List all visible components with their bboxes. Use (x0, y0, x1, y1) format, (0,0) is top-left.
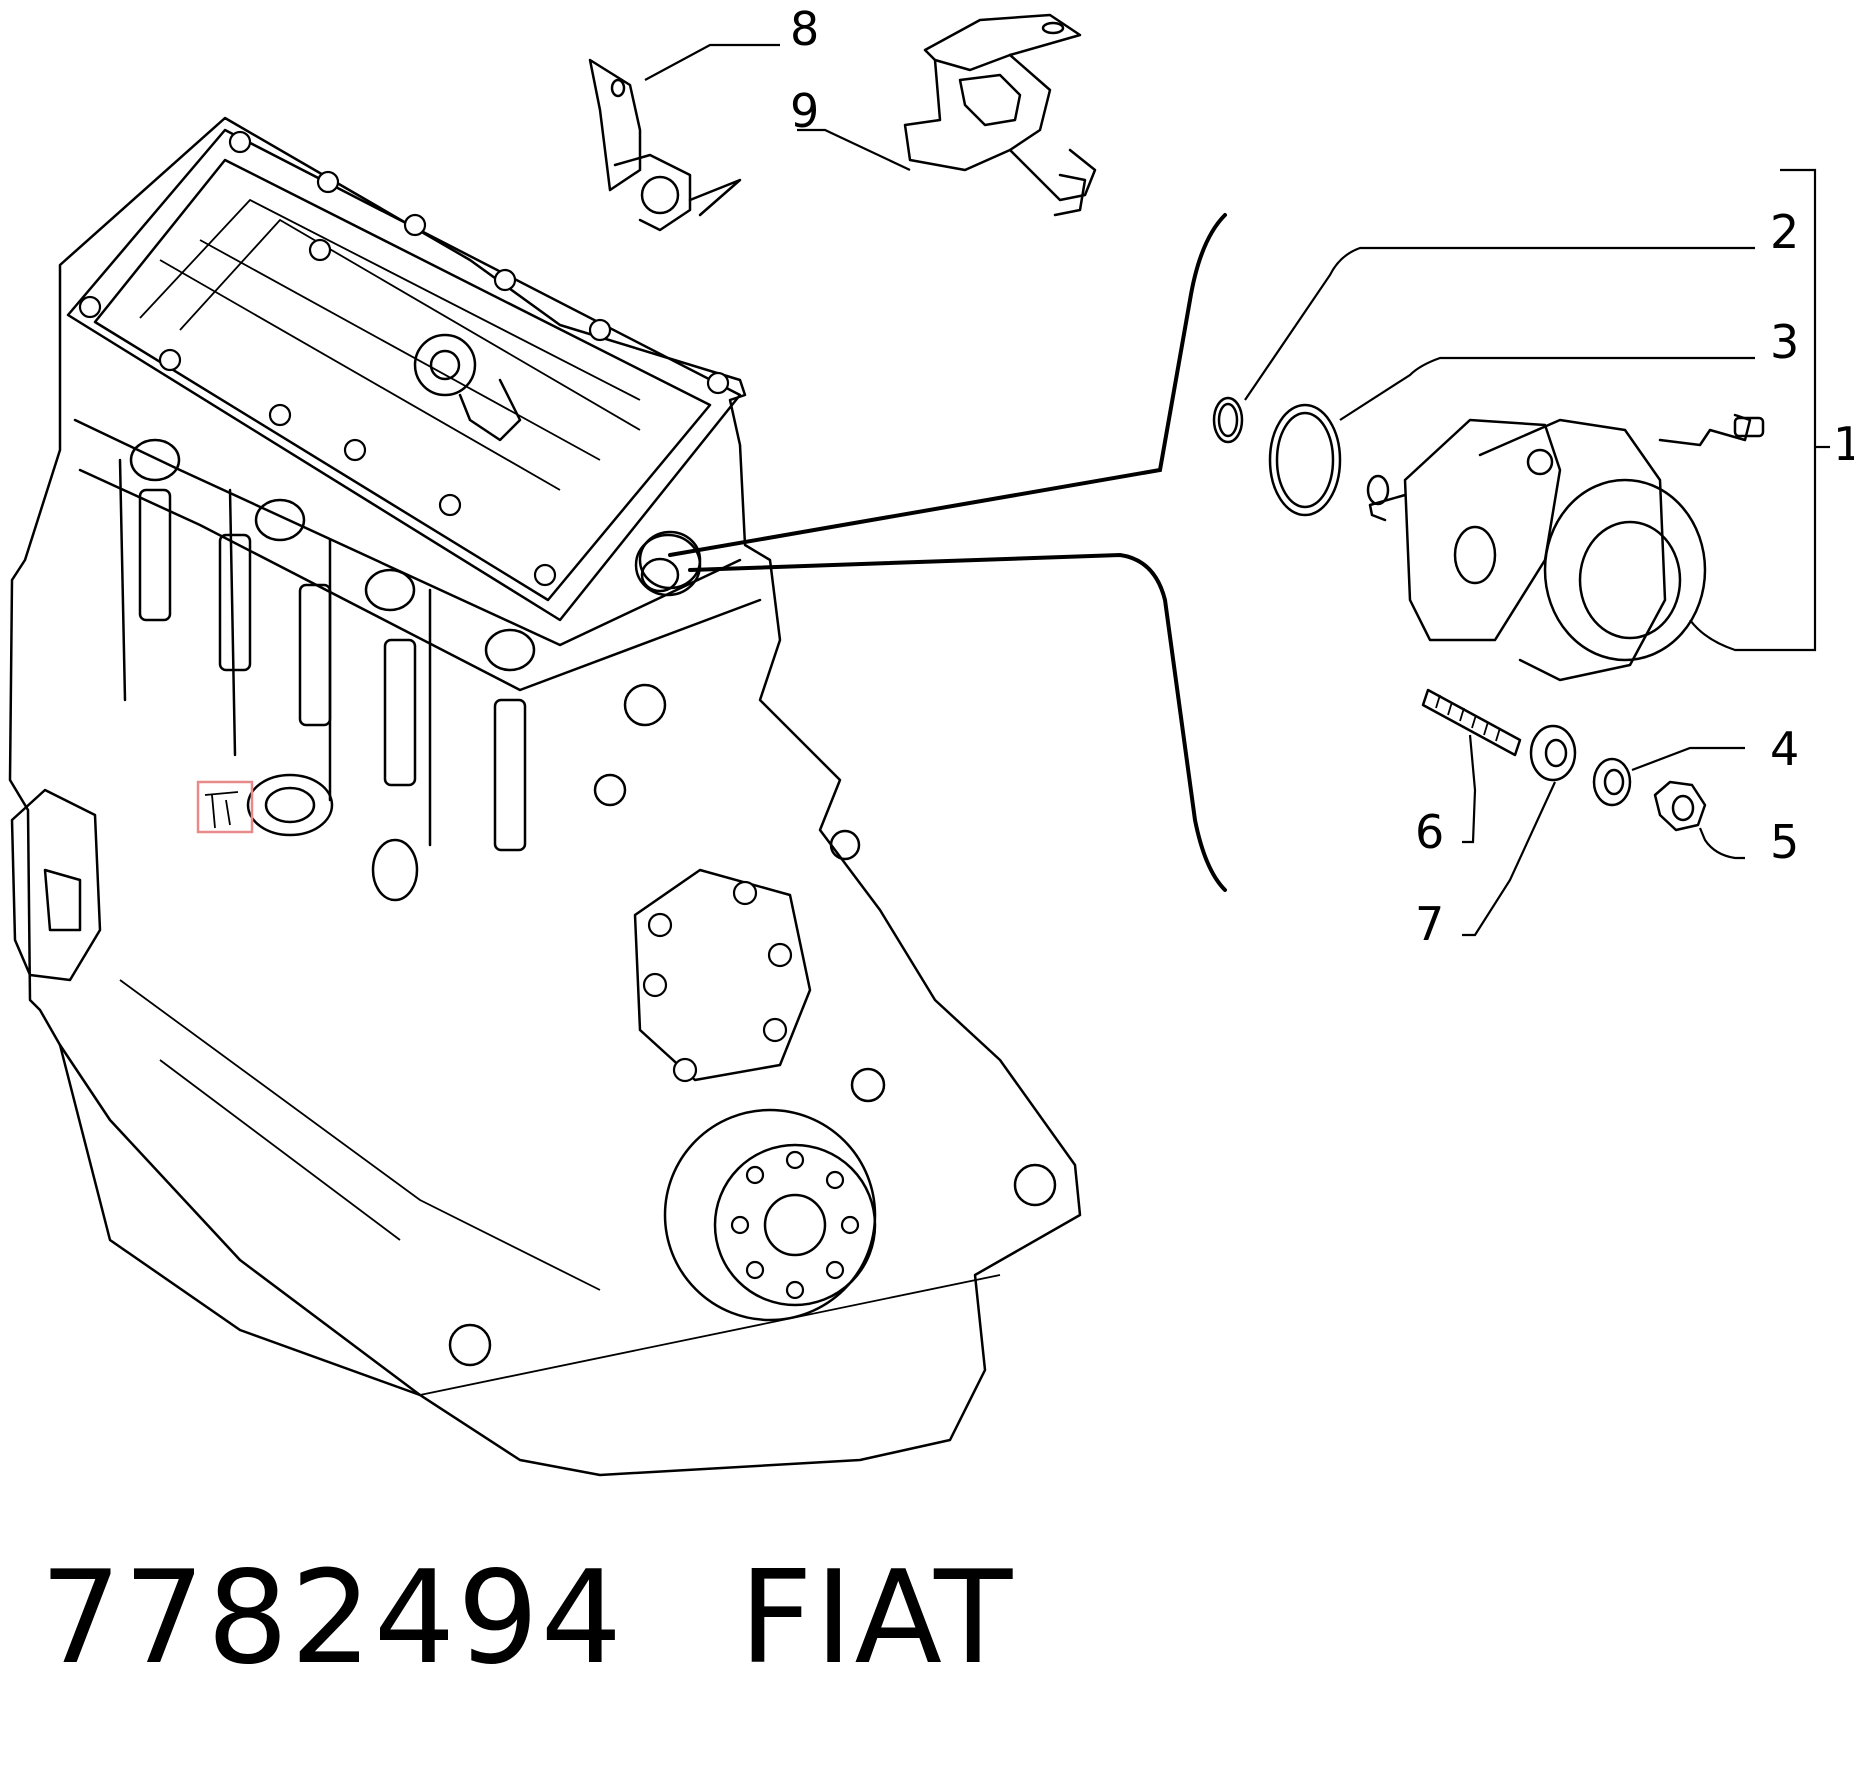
bracket-9 (903, 13, 1097, 217)
injector-tubes (138, 488, 527, 852)
gasket-ring (1268, 403, 1342, 517)
bracket-8 (588, 58, 742, 232)
part-label-9: 9 (790, 84, 819, 138)
gear-cover-bolts (642, 880, 793, 1083)
brand-name: FIAT (739, 1544, 1015, 1693)
nut (1653, 780, 1707, 832)
part-label-2: 2 (1770, 205, 1799, 259)
spring-washer (1592, 757, 1632, 807)
part-label-1: 1 (1833, 417, 1854, 471)
part-number: 7782494 (40, 1544, 625, 1693)
part-labels: 8 9 2 3 1 4 5 6 7 (790, 2, 1854, 951)
washer (1529, 724, 1577, 782)
part-label-3: 3 (1770, 315, 1799, 369)
part-label-5: 5 (1770, 815, 1799, 869)
valve-cover-bolts (78, 130, 730, 587)
pump-callout-lines (634, 213, 1227, 892)
stud (1421, 688, 1522, 757)
engine-block-drawing (8, 116, 1082, 1477)
part-label-6: 6 (1415, 805, 1444, 859)
highlight-box (196, 780, 254, 834)
part-label-4: 4 (1770, 722, 1799, 776)
fuel-pump-assembly (1366, 413, 1765, 682)
spark-plug-wells (129, 438, 536, 672)
part-label-8: 8 (790, 2, 819, 56)
leader-lines (644, 43, 1830, 937)
crankshaft-pulley (663, 1108, 877, 1322)
part-label-7: 7 (1415, 897, 1444, 951)
o-ring-small (1212, 396, 1244, 444)
